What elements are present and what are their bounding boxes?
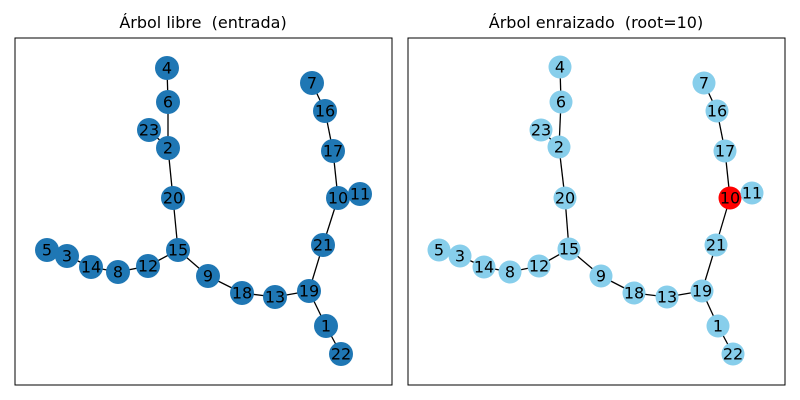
node-label-14: 14	[474, 258, 494, 277]
node-label-22: 22	[331, 345, 351, 364]
node-label-18: 18	[232, 284, 252, 303]
node-7	[300, 71, 324, 95]
node-label-1: 1	[713, 317, 723, 336]
node-label-2: 2	[554, 138, 564, 157]
node-label-7: 7	[699, 74, 709, 93]
node-14	[79, 255, 103, 279]
node-15	[557, 237, 581, 261]
node-label-10: 10	[720, 189, 740, 208]
node-14	[472, 255, 496, 279]
node-9	[196, 264, 220, 288]
node-label-21: 21	[706, 236, 726, 255]
node-2	[547, 135, 571, 159]
node-18	[622, 281, 646, 305]
node-label-15: 15	[559, 240, 579, 259]
node-7	[692, 71, 716, 95]
node-6	[549, 90, 573, 114]
node-label-5: 5	[42, 241, 52, 260]
node-label-23: 23	[531, 121, 551, 140]
node-label-22: 22	[723, 345, 743, 364]
node-2	[156, 136, 180, 160]
node-label-9: 9	[203, 267, 213, 286]
node-12	[527, 254, 551, 278]
node-20	[161, 186, 185, 210]
node-22	[721, 342, 745, 366]
panel-frame-1	[407, 37, 786, 386]
node-label-13: 13	[265, 288, 285, 307]
node-4	[155, 56, 179, 80]
node-label-21: 21	[313, 236, 333, 255]
node-label-14: 14	[81, 258, 101, 277]
node-3	[55, 244, 79, 268]
node-label-9: 9	[596, 267, 606, 286]
node-label-17: 17	[323, 142, 343, 161]
node-16	[313, 99, 337, 123]
node-label-20: 20	[163, 189, 183, 208]
node-label-12: 12	[529, 257, 549, 276]
node-11	[740, 181, 764, 205]
node-label-2: 2	[163, 139, 173, 158]
node-label-3: 3	[455, 247, 465, 266]
node-3	[448, 244, 472, 268]
node-19	[297, 279, 321, 303]
node-label-19: 19	[692, 282, 712, 301]
node-label-8: 8	[505, 263, 515, 282]
panel-frame-0	[14, 37, 393, 386]
node-label-10: 10	[328, 189, 348, 208]
node-8	[106, 260, 130, 284]
node-5	[35, 238, 59, 262]
node-8	[498, 260, 522, 284]
node-label-11: 11	[350, 185, 370, 204]
node-label-12: 12	[138, 257, 158, 276]
node-label-20: 20	[555, 189, 575, 208]
node-5	[427, 238, 451, 262]
node-label-6: 6	[556, 93, 566, 112]
node-label-15: 15	[168, 241, 188, 260]
node-4	[548, 55, 572, 79]
node-label-7: 7	[307, 74, 317, 93]
node-label-4: 4	[162, 59, 172, 78]
node-23	[137, 118, 161, 142]
node-label-16: 16	[707, 102, 727, 121]
node-21	[704, 233, 728, 257]
node-21	[311, 233, 335, 257]
node-16	[705, 99, 729, 123]
node-label-5: 5	[434, 241, 444, 260]
node-10	[326, 186, 350, 210]
node-label-4: 4	[555, 58, 565, 77]
node-6	[156, 90, 180, 114]
node-13	[263, 285, 287, 309]
node-17	[321, 139, 345, 163]
node-label-8: 8	[113, 263, 123, 282]
node-label-13: 13	[657, 288, 677, 307]
node-22	[329, 342, 353, 366]
node-9	[589, 264, 613, 288]
node-label-17: 17	[715, 142, 735, 161]
node-15	[166, 238, 190, 262]
node-label-1: 1	[321, 317, 331, 336]
panel-title-free-tree: Árbol libre (entrada)	[119, 13, 287, 32]
node-1	[706, 314, 730, 338]
panel-title-rooted-tree: Árbol enraizado (root=10)	[488, 13, 704, 32]
node-label-11: 11	[742, 184, 762, 203]
node-label-23: 23	[139, 121, 159, 140]
node-label-6: 6	[163, 93, 173, 112]
node-12	[136, 254, 160, 278]
node-label-16: 16	[315, 102, 335, 121]
node-10	[718, 186, 742, 210]
node-1	[314, 314, 338, 338]
node-13	[655, 285, 679, 309]
node-18	[230, 281, 254, 305]
node-20	[553, 186, 577, 210]
node-11	[348, 182, 372, 206]
node-19	[690, 279, 714, 303]
node-label-19: 19	[299, 282, 319, 301]
node-23	[529, 118, 553, 142]
node-label-18: 18	[624, 284, 644, 303]
node-17	[713, 139, 737, 163]
node-label-3: 3	[62, 247, 72, 266]
